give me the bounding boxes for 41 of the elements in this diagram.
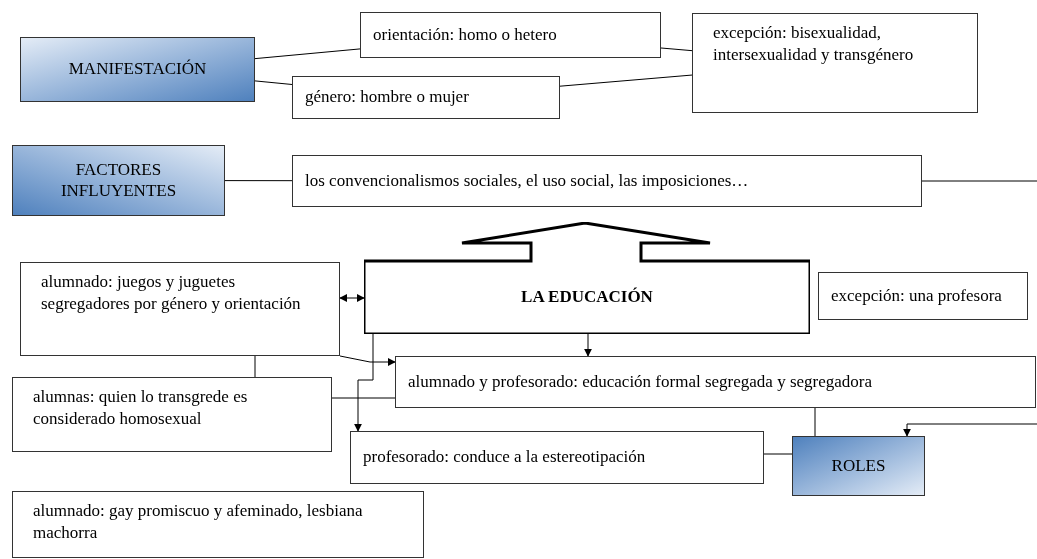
arrow [354,333,374,432]
concept-box [12,145,225,216]
note-box [818,272,1028,320]
connector-line [921,180,1037,182]
connector-line [224,180,293,182]
note-text: alumnado: juegos y juguetes segregadores por género y orientación [41,271,302,316]
note-text: alumnado y profesorado: educación formal segregada y segregadora [408,370,873,393]
note-box [350,431,764,484]
note-box [292,76,560,119]
arrow [339,355,396,366]
note-box [360,12,661,58]
note-box [692,13,978,113]
connector-line [254,355,256,378]
arrow [903,423,1037,437]
note-text: excepción: bisexualidad, intersexualidad y transgénero [713,22,915,67]
concept-title: MANIFESTACIÓN [68,59,207,80]
concept-box [792,436,925,496]
note-text: género: hombre o mujer [305,86,470,109]
connector-line [763,453,793,455]
connector-line [254,80,293,85]
heading-text: LA EDUCACIÓN [521,286,653,309]
note-text: excepción: una profesora [831,284,1003,307]
note-text: orientación: homo o hetero [373,23,558,46]
note-text: alumnas: quien lo transgrede es considerado homosexual [33,386,249,431]
concept-title: ROLES [831,455,886,477]
connector-line [559,74,693,87]
note-box [20,262,340,356]
note-box [292,155,922,207]
note-box [395,356,1036,408]
note-text: los convencionalismos sociales, el uso social, las imposiciones… [305,169,750,192]
concept-box [20,37,255,102]
note-box [12,377,332,452]
connector-line [660,47,693,52]
concept-title: FACTORES INFLUYENTES [59,160,178,201]
note-text: alumnado: gay promiscuo y afeminado, lesbiana machorra [33,500,364,545]
arrow [339,294,365,302]
note-box [12,491,424,558]
note-text: profesorado: conduce a la estereotipación [363,446,647,469]
connector-line [254,48,361,60]
connector-line [331,397,396,399]
connector-line [814,407,816,437]
